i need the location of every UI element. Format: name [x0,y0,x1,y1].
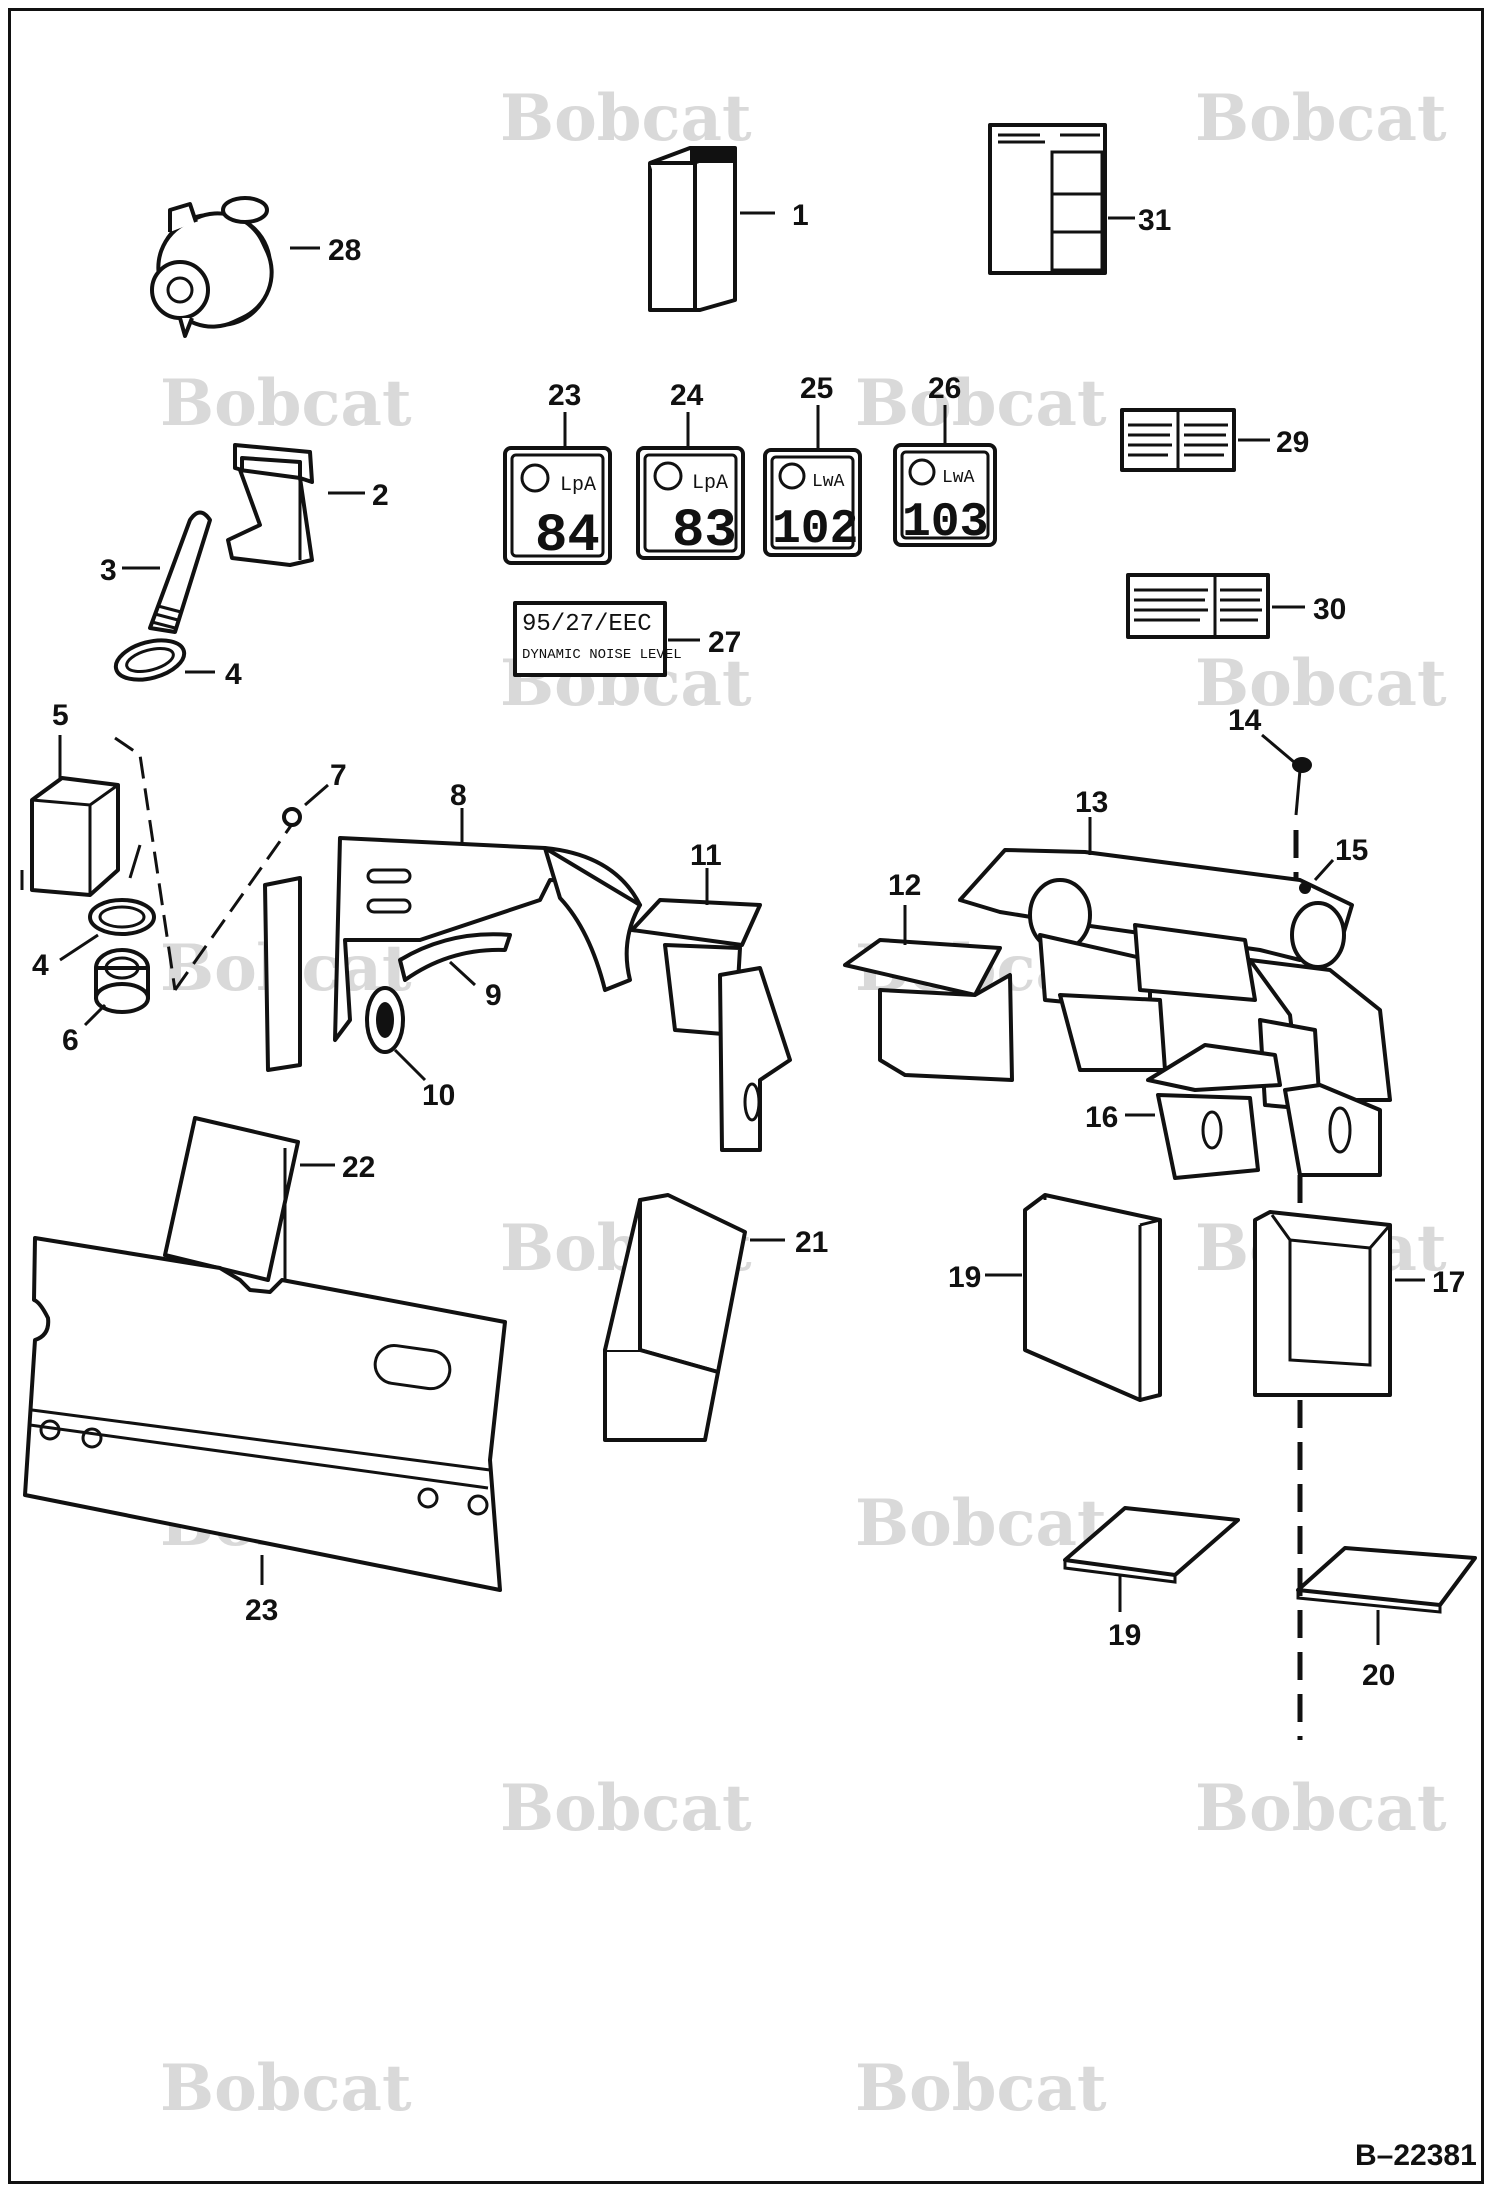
figure-id: B–22381 [1355,2139,1477,2172]
watermark: Bobcat [1195,1771,1447,1846]
callout-14: 14 [1228,704,1262,737]
part-24-noise-decal: LpA 83 [636,446,745,562]
callout-22: 23 [245,1594,278,1627]
callout-2: 2 [372,479,389,512]
part-2-bracket [226,443,314,567]
svg-text:LwA: LwA [942,468,975,488]
callout-21: 22 [342,1151,375,1184]
watermark: Bobcat [160,366,412,441]
svg-text:DYNAMIC NOISE LEVEL: DYNAMIC NOISE LEVEL [522,647,682,663]
svg-text:95/27/EEC: 95/27/EEC [522,611,652,638]
part-31-decal-sheet [988,123,1107,275]
part-11-bracket [630,898,792,1152]
callout-20: 21 [795,1226,828,1259]
part-25-noise-decal: LwA 102 [763,448,862,557]
part-18-pad [1023,1193,1162,1402]
part-27-decal: 95/27/EEC DYNAMIC NOISE LEVEL [513,601,682,677]
callout-16: 16 [1085,1101,1118,1134]
watermark: Bobcat [855,366,1107,441]
part-26-noise-decal: LwA 103 [893,443,997,550]
part-23-noise-decal: LpA 84 [503,446,612,567]
callout-11: 11 [690,839,722,872]
part-29-decal [1126,573,1270,639]
watermark: Bobcat [1195,81,1447,156]
part-7-nut [282,807,302,827]
part-28-decal [1120,408,1236,472]
callout-19b: 20 [1362,1659,1395,1692]
callout-15: 15 [1335,834,1368,867]
part-10-grommet [365,986,405,1054]
part-9-cover [398,932,512,982]
callout-26: 26 [928,372,961,405]
callout-30: 28 [328,234,361,267]
callout-12: 12 [888,869,921,902]
part-20-block [603,1193,747,1442]
watermark: Bobcat [855,1486,1107,1561]
part-15-nut [1299,882,1311,894]
callout-4: 4 [225,658,242,691]
part-30-filter [150,196,274,338]
svg-text:83: 83 [672,501,737,562]
svg-text:LpA: LpA [692,472,728,495]
callout-6: 6 [62,1024,79,1057]
callout-3: 3 [100,554,117,587]
part-4-clamp [113,638,187,682]
part-21-panel [163,1116,300,1285]
part-14-bolt [1292,757,1312,816]
callout-24: 24 [670,379,704,412]
svg-text:LwA: LwA [812,472,845,492]
callout-8: 8 [450,779,467,812]
svg-text:LpA: LpA [560,474,596,497]
callout-4b: 4 [32,949,49,982]
part-19-plate [1296,1546,1477,1614]
callout-28: 29 [1276,426,1309,459]
callout-31: 31 [1138,204,1171,237]
watermark: Bobcat [500,1771,752,1846]
watermark: Bobcat [855,2051,1107,2126]
part-8-panel [263,836,642,1072]
callout-19: 19 [1108,1619,1141,1652]
callout-25: 25 [800,372,833,405]
svg-text:103: 103 [902,496,988,550]
callout-9: 9 [485,979,502,1012]
callout-18: 19 [948,1261,981,1294]
callout-29: 30 [1313,593,1346,626]
watermark: Bobcat [1195,646,1447,721]
part-5-cover [20,776,142,897]
callout-5: 5 [52,699,69,732]
svg-text:84: 84 [535,506,600,567]
part-12-plate [843,938,1014,1082]
part-13-firewall [958,848,1392,1112]
part-22-panel [23,1236,507,1592]
callout-27: 27 [708,626,741,659]
part-16-bracket [1146,1043,1382,1180]
part-17-frame [1253,1210,1392,1397]
watermark: Bobcat [500,81,752,156]
callout-10: 10 [422,1079,455,1112]
watermark: Bobcat [160,2051,412,2126]
callout-23: 23 [548,379,581,412]
svg-text:102: 102 [772,503,858,557]
callout-7: 7 [330,759,347,792]
part-6-sleeve [94,948,150,1014]
callout-17: 17 [1432,1266,1465,1299]
callout-13: 13 [1075,786,1108,819]
callout-1: 1 [792,199,809,232]
part-1-foam [648,146,737,312]
part-4-clamp [88,898,156,936]
part-3-hose [148,510,212,634]
diagram-frame [8,8,1484,2184]
